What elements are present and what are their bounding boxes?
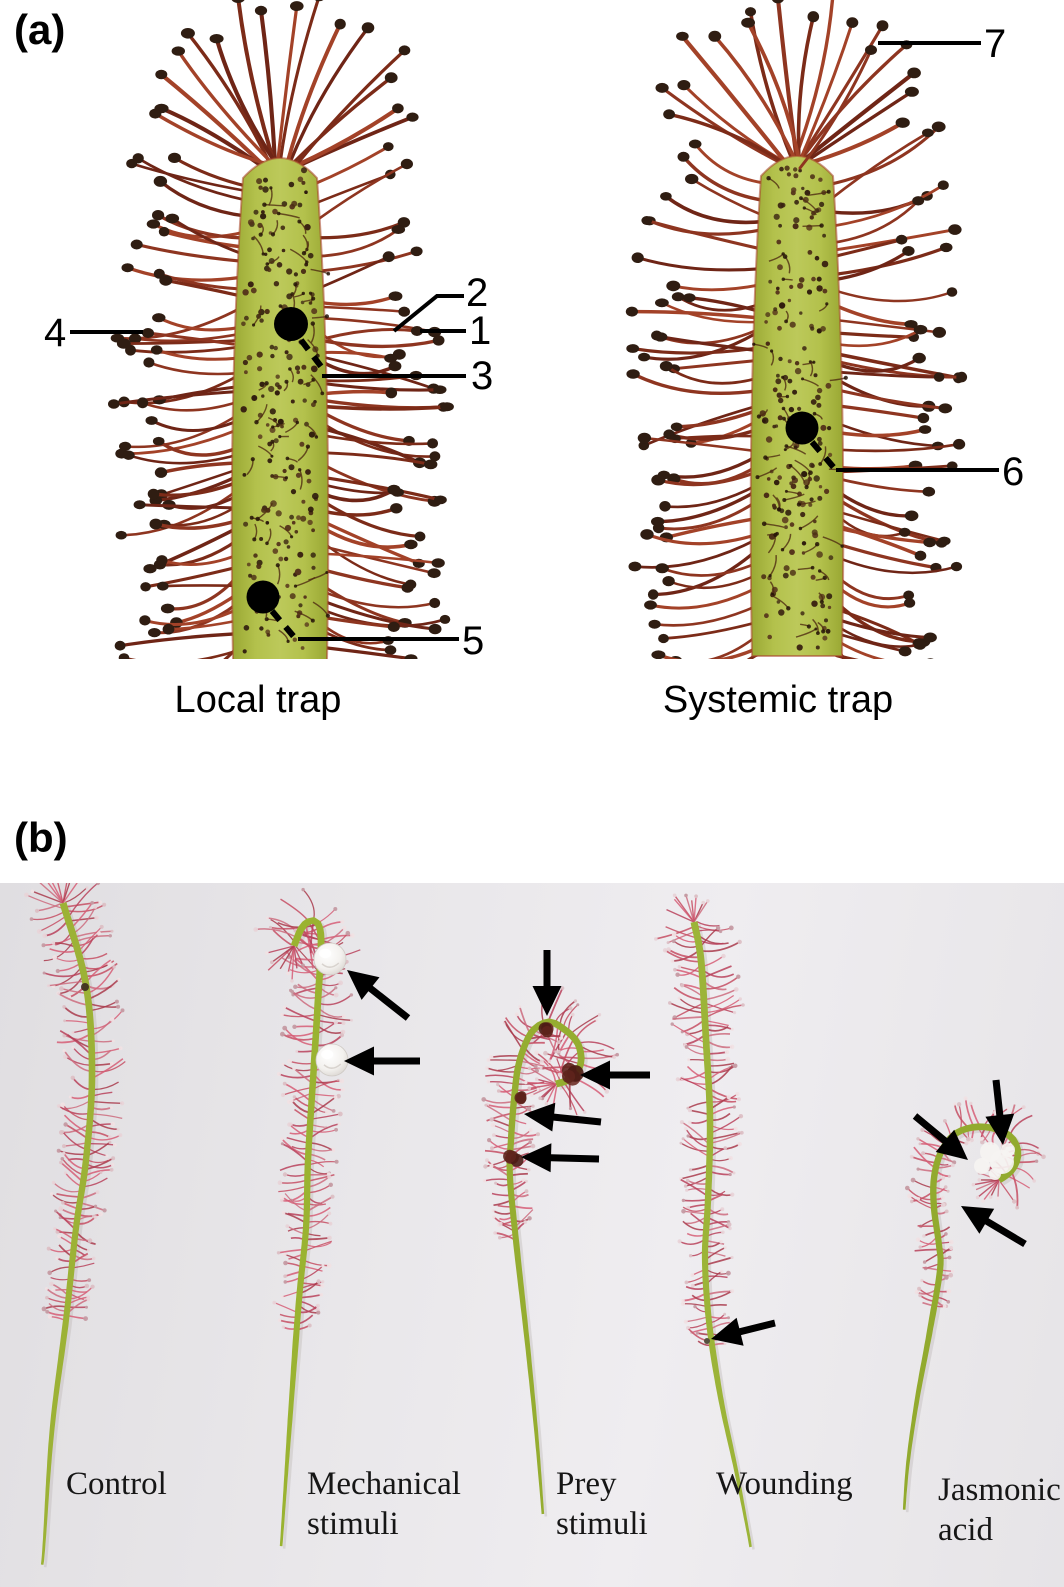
annotation-arrow-icon [347,970,411,1021]
annotation-arrow-icon [580,1060,650,1090]
panel-a-annotations [70,41,999,641]
stimulation-site-dot [246,580,280,614]
treatment-label-control: Control [66,1466,167,1502]
systemic-trap-photo [625,0,968,659]
leaf-jasmonic-acid [902,1096,1046,1513]
annotation-number-2: 2 [466,271,489,315]
annotation-number-4: 4 [44,311,67,355]
panel-a-label: (a) [14,6,66,53]
annotation-number-1: 1 [469,309,492,353]
annotation-number-3: 3 [471,354,494,398]
leader-line-2 [392,294,464,333]
leaf-mechanical-stimuli [253,887,361,1549]
annotation-number-5: 5 [462,619,485,663]
annotation-number-6: 6 [1002,450,1025,494]
leaf-wounding [654,893,755,1550]
leaf-prey-stimuli [481,986,619,1517]
treatment-label-mechanical-stimuli: Mechanical stimuli [307,1466,461,1542]
prey-item [561,1062,584,1086]
annotation-arrow-icon [524,1102,602,1132]
stimulation-site-dot [785,411,819,445]
local-trap-caption: Local trap [174,679,342,721]
stimulation-site-dot [274,307,308,341]
annotation-arrow-icon [344,1046,420,1076]
annotation-number-7: 7 [984,22,1007,66]
leaves [24,883,1046,1568]
prey-item [514,1091,527,1105]
dashed-leader-6 [809,440,838,471]
cotton-bead [313,942,347,976]
annotation-arrows [344,950,1027,1346]
secretion-fluff [1001,1143,1015,1157]
annotation-arrow-icon [985,1079,1015,1145]
dashed-leader-5 [269,609,298,640]
labeled-tentacles [142,45,877,346]
prey-item [538,1022,554,1038]
leaf-control [24,883,126,1568]
secretion-fluff [974,1158,990,1174]
leaf-extras [81,942,1015,1344]
panel-a-illustration [70,0,999,659]
panel-b-illustration [24,883,1046,1568]
prey-item [503,1149,524,1167]
annotation-arrow-icon [912,1113,968,1160]
annotation-arrow-icon [961,1206,1027,1247]
systemic-trap-caption: Systemic trap [662,679,894,721]
panel-b-photo [0,883,1064,1587]
annotation-arrow-icon [711,1317,776,1346]
dashed-leader-3 [298,338,329,375]
annotation-arrow-icon [521,1143,600,1173]
treatment-label-jasmonic-acid: Jasmonic acid [938,1472,1061,1548]
secretion-fluff [989,1168,1001,1180]
annotation-arrow-icon [532,950,562,1016]
panel-b-label: (b) [14,814,68,861]
treatment-label-wounding: Wounding [716,1466,853,1502]
treatment-label-prey-stimuli: Prey stimuli [556,1466,648,1542]
cotton-bead [315,1043,349,1077]
local-trap-photo [108,0,454,659]
